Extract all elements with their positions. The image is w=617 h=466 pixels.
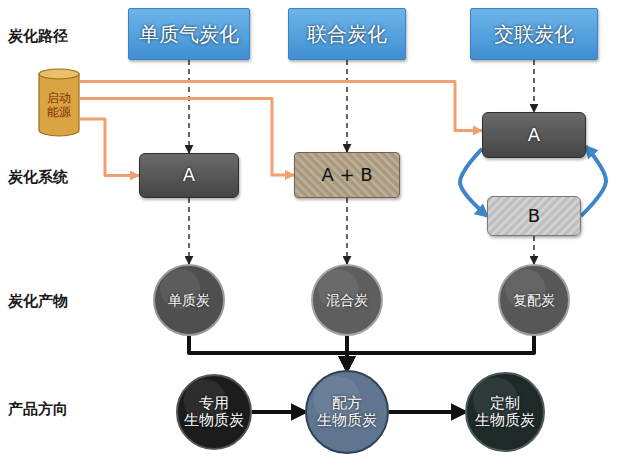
- node-text: 单质炭: [168, 292, 210, 308]
- circle-shape: [466, 373, 544, 451]
- node-text: 定制 生物质炭: [472, 395, 538, 430]
- text-wrap: A + B: [321, 165, 372, 186]
- route-header: 联合炭化: [288, 8, 406, 60]
- energy-arrow: [80, 82, 482, 131]
- route-header: 单质气炭化: [128, 8, 250, 60]
- text-wrap: 配方 生物质炭: [314, 395, 380, 430]
- energy-cylinder: 启动 能源: [38, 68, 80, 136]
- cylinder-top: [39, 69, 79, 79]
- flow-arrow: [389, 410, 465, 414]
- dashed-arrow: [188, 60, 189, 153]
- system-box: A + B: [294, 152, 400, 198]
- text-wrap: 启动 能源: [45, 84, 73, 120]
- circle-shape: [177, 375, 251, 449]
- node-text: B: [528, 206, 540, 227]
- node-text: A + B: [321, 165, 372, 186]
- direction-circle: 专用 生物质炭: [176, 374, 252, 450]
- text-wrap: B: [528, 206, 540, 227]
- text-wrap: 交联炭化: [494, 23, 574, 46]
- circle-shape: [499, 265, 569, 335]
- energy-arrow: [80, 119, 139, 176]
- node-text: 专用 生物质炭: [181, 395, 247, 430]
- dashed-arrow: [346, 198, 347, 264]
- direction-circle: 定制 生物质炭: [465, 372, 545, 452]
- product-circle: 混合炭: [311, 264, 383, 336]
- row-label: 炭化产物: [8, 292, 68, 311]
- row-label: 产品方向: [8, 400, 68, 419]
- route-header: 交联炭化: [470, 8, 598, 60]
- system-box: A: [139, 153, 239, 198]
- flow-arrow: [252, 410, 305, 414]
- text-wrap: 联合炭化: [307, 23, 387, 46]
- product-circle: 复配炭: [498, 264, 570, 336]
- cylinder-body: [39, 74, 79, 136]
- product-circle: 单质炭: [153, 264, 225, 336]
- dashed-arrow: [346, 60, 347, 152]
- dashed-arrow: [533, 236, 534, 264]
- circle-shape: [306, 371, 388, 453]
- flow-arrow: [347, 336, 534, 370]
- row-label: 炭化路径: [8, 27, 68, 46]
- system-box: B: [487, 196, 581, 236]
- node-text: 联合炭化: [307, 23, 387, 46]
- node-text: 混合炭: [326, 292, 368, 308]
- cycle-arrow: [581, 147, 606, 217]
- text-wrap: 专用 生物质炭: [181, 395, 247, 430]
- circle-shape: [312, 265, 382, 335]
- text-wrap: 定制 生物质炭: [472, 395, 538, 430]
- node-text: A: [183, 165, 195, 186]
- node-text: A: [528, 125, 540, 146]
- dashed-arrow: [188, 198, 189, 264]
- text-wrap: A: [183, 165, 195, 186]
- row-label: 炭化系统: [8, 168, 68, 187]
- node-text: 交联炭化: [494, 23, 574, 46]
- text-wrap: 单质炭: [168, 292, 210, 308]
- node-text: 启动 能源: [45, 92, 73, 120]
- flow-arrow: [189, 336, 347, 370]
- text-wrap: 混合炭: [326, 292, 368, 308]
- text-wrap: A: [528, 125, 540, 146]
- circle-shape: [154, 265, 224, 335]
- node-text: 配方 生物质炭: [314, 395, 380, 430]
- cycle-arrow: [460, 149, 487, 216]
- system-box: A: [482, 112, 586, 158]
- text-wrap: 复配炭: [513, 292, 555, 308]
- direction-circle: 配方 生物质炭: [305, 370, 389, 454]
- text-wrap: 单质气炭化: [139, 23, 239, 46]
- node-text: 单质气炭化: [139, 23, 239, 46]
- node-text: 复配炭: [513, 292, 555, 308]
- dashed-arrow: [533, 60, 534, 112]
